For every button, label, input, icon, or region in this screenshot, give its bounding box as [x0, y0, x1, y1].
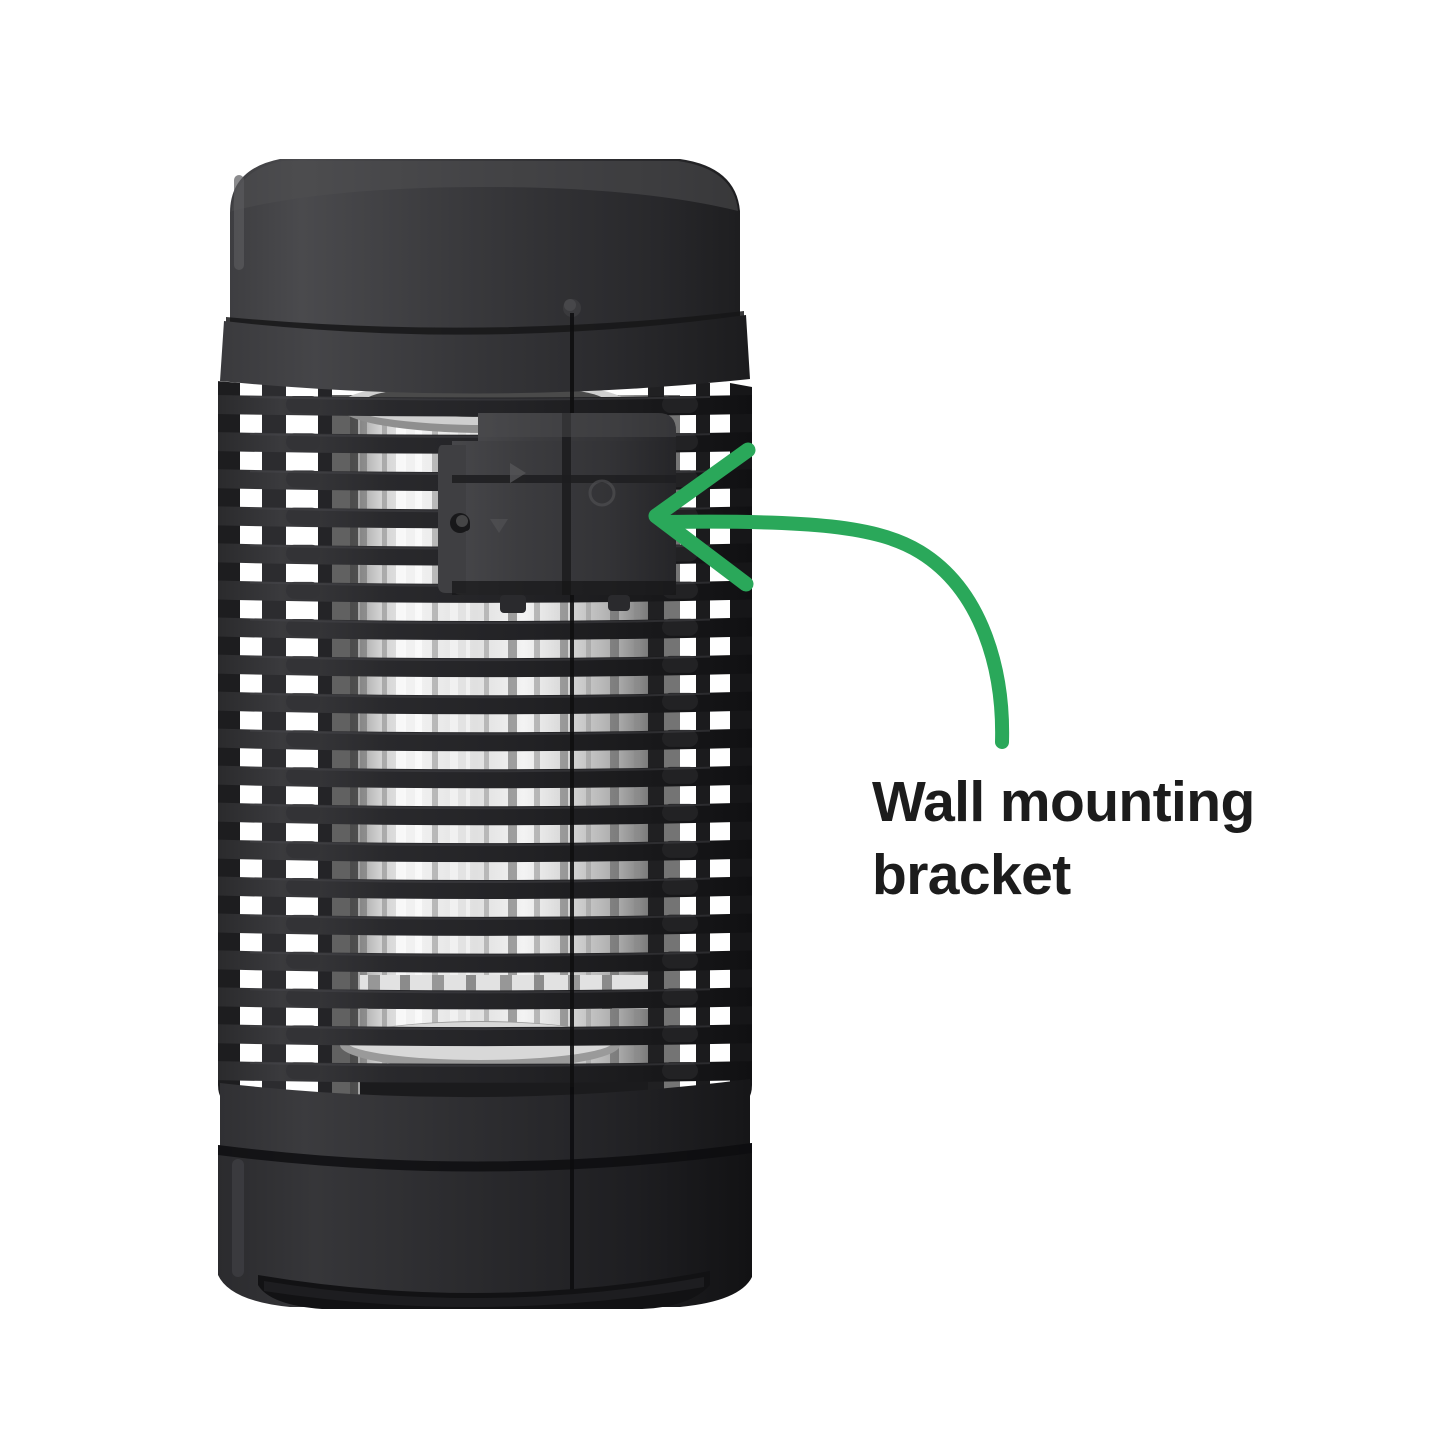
- cage-slat-end: [286, 396, 320, 413]
- cage-slat: [218, 987, 752, 1010]
- cage-slat-end: [662, 618, 698, 636]
- cage-slat-end: [662, 988, 698, 1006]
- cage-slat-end: [286, 544, 320, 562]
- cage-slat: [218, 950, 752, 973]
- cage-slat-end: [662, 914, 698, 932]
- cage-slat-end: [662, 840, 698, 858]
- callout-arrow-svg: [648, 442, 1010, 749]
- cage-slat-end: [286, 619, 320, 637]
- cage-slat-highlight: [249, 655, 711, 662]
- cage-slat: [218, 617, 752, 641]
- cage-slat-end: [286, 988, 320, 1006]
- body-seam-line: [570, 313, 574, 1103]
- cage-slat-end: [286, 581, 320, 599]
- cage-slat-highlight: [249, 618, 711, 625]
- cage-slat-highlight: [249, 1025, 711, 1031]
- cage-slat: [218, 876, 752, 900]
- cage-slat-end: [662, 1025, 698, 1043]
- product-image-bug-zapper: [210, 145, 760, 1310]
- cage-slat-end: [662, 396, 698, 413]
- cage-slat: [218, 1061, 752, 1083]
- product-base-foot: [258, 1271, 710, 1309]
- cage-slat: [218, 395, 752, 417]
- cage-slat-highlight: [249, 803, 711, 810]
- cage-slat-highlight: [249, 877, 711, 884]
- cage-slat-end: [286, 1025, 320, 1043]
- cage-slat-end: [662, 766, 698, 784]
- cage-slat: [218, 1024, 752, 1047]
- cage-slat-end: [286, 767, 320, 785]
- cage-slat: [218, 913, 752, 936]
- cage-slat-end: [662, 692, 698, 710]
- product-base-collar: [218, 1079, 752, 1307]
- product-illustration: [218, 159, 752, 1309]
- arrow-head: [648, 442, 756, 592]
- cage-slat-end: [286, 693, 320, 711]
- cage-slat-highlight: [249, 914, 711, 920]
- cage-slat-end: [662, 951, 698, 969]
- cage-slat-highlight: [249, 951, 711, 957]
- cage-slat-end: [286, 656, 320, 674]
- cage-slat-end: [286, 470, 320, 488]
- cage-slat-highlight: [249, 729, 711, 736]
- cage-slat-end: [286, 878, 320, 896]
- cage-slat-end: [286, 507, 320, 525]
- product-upper-ring: [220, 315, 750, 394]
- cage-slat-end: [286, 951, 320, 969]
- cage-slat-highlight: [249, 692, 711, 699]
- wall-mounting-bracket: [438, 413, 676, 613]
- callout-label-wall-mounting-bracket: Wall mounting bracket: [872, 770, 1255, 907]
- cage-slat-end: [286, 1062, 320, 1080]
- cage-slat: [218, 654, 752, 678]
- cage-slat-end: [662, 729, 698, 747]
- cage-slat-end: [662, 803, 698, 821]
- cage-slat: [218, 802, 752, 826]
- cage-slat-highlight: [249, 840, 711, 847]
- arrow-shaft: [659, 514, 1010, 749]
- cage-slat-end: [286, 433, 320, 451]
- cage-slat-end: [662, 655, 698, 673]
- cage-slat-end: [286, 841, 320, 859]
- cage-slat: [218, 765, 752, 789]
- cage-slat-end: [662, 1062, 698, 1080]
- cage-slat-highlight: [249, 396, 711, 401]
- cage-slat-end: [662, 877, 698, 895]
- cage-slat-highlight: [249, 1062, 711, 1067]
- cage-slat-highlight: [249, 766, 711, 773]
- cage-slat: [218, 691, 752, 715]
- cage-slat-end: [286, 804, 320, 822]
- cage-slat: [218, 728, 752, 752]
- cage-slat: [218, 839, 752, 863]
- cage-slat-end: [286, 914, 320, 932]
- cage-slat-highlight: [249, 988, 711, 994]
- callout-arrow-container: [630, 440, 1050, 770]
- cage-slat-end: [286, 730, 320, 748]
